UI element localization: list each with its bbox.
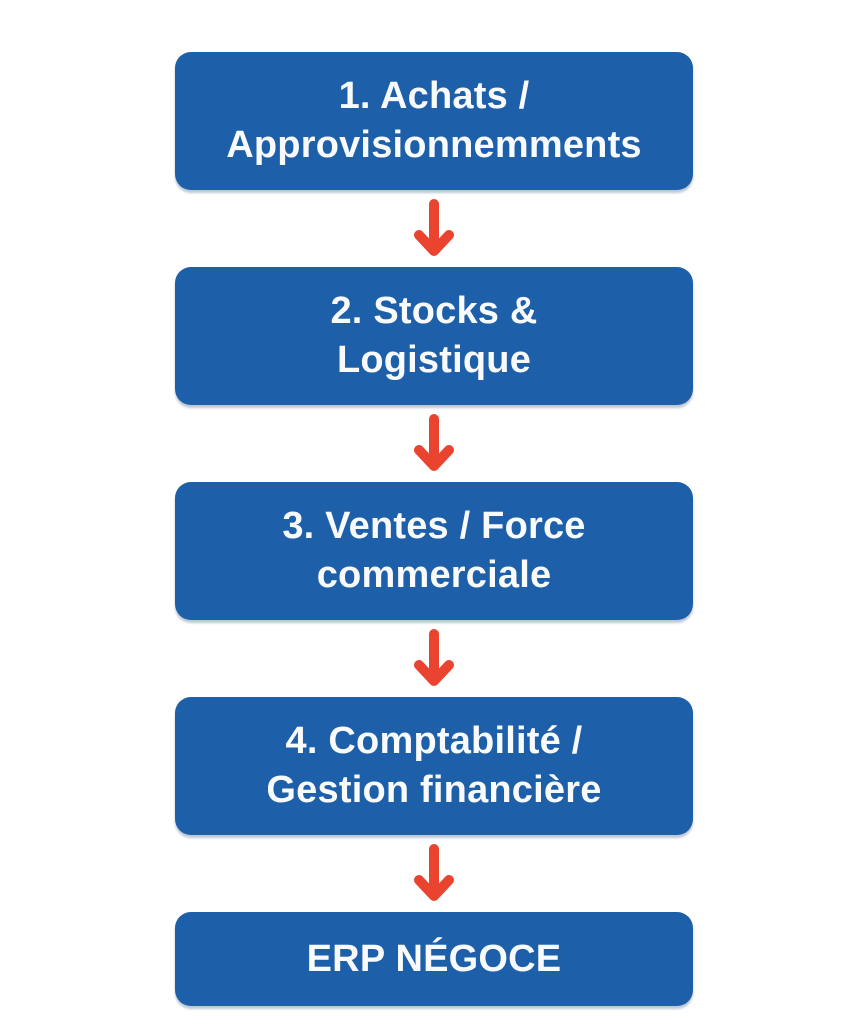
flow-step-label: commerciale xyxy=(316,554,552,596)
flow-step-label: Gestion financière xyxy=(266,769,602,811)
flow-step-label: 2. Stocks & xyxy=(330,290,538,332)
flow-connector-4 xyxy=(407,835,461,912)
flow-step-1-achats-approvisionnements: 1. Achats / Approvisionnemments xyxy=(175,52,693,190)
arrow-down-icon xyxy=(414,413,454,471)
flow-step-5-erp-negoce: ERP NÉGOCE xyxy=(175,912,693,1006)
flow-step-label: 4. Comptabilité / xyxy=(285,720,583,762)
flow-step-4-comptabilite-gestion-financiere: 4. Comptabilité / Gestion financière xyxy=(175,697,693,835)
flow-connector-3 xyxy=(407,620,461,697)
arrow-down-icon xyxy=(414,843,454,901)
flow-step-label: Logistique xyxy=(336,339,532,381)
flow-step-label: 3. Ventes / Force xyxy=(282,505,586,547)
arrow-down-icon xyxy=(414,198,454,256)
arrow-down-icon xyxy=(414,628,454,686)
flow-step-label: ERP NÉGOCE xyxy=(306,937,562,980)
flow-step-label: 1. Achats / xyxy=(338,75,530,117)
flow-connector-2 xyxy=(407,405,461,482)
flow-step-label: Approvisionnemments xyxy=(226,124,642,166)
flow-step-3-ventes-force-commerciale: 3. Ventes / Force commerciale xyxy=(175,482,693,620)
flow-step-2-stocks-logistique: 2. Stocks & Logistique xyxy=(175,267,693,405)
flow-connector-1 xyxy=(407,190,461,267)
